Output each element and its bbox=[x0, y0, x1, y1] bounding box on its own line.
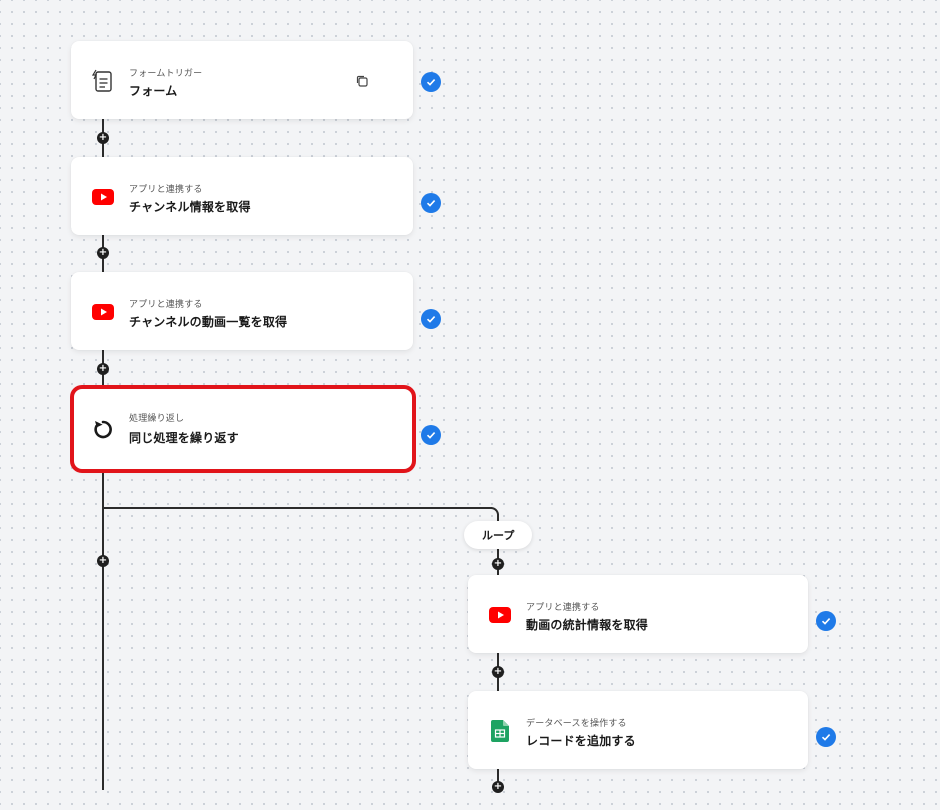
add-loop-step-button[interactable]: + bbox=[492, 781, 504, 793]
loop-icon bbox=[91, 417, 115, 441]
step-complete-check-icon bbox=[421, 309, 441, 329]
step-card-get-channel-videos[interactable]: アプリと連携する チャンネルの動画一覧を取得 bbox=[71, 272, 413, 350]
add-loop-step-button[interactable]: + bbox=[492, 666, 504, 678]
step-title: 同じ処理を繰り返す bbox=[129, 431, 239, 445]
add-step-button[interactable]: + bbox=[97, 247, 109, 259]
sheets-icon bbox=[488, 719, 512, 743]
step-title: チャンネルの動画一覧を取得 bbox=[129, 315, 288, 329]
loop-branch-corner bbox=[491, 507, 499, 515]
youtube-icon bbox=[91, 300, 115, 324]
step-card-form-trigger[interactable]: フォームトリガー フォーム bbox=[71, 41, 413, 119]
step-title: レコードを追加する bbox=[526, 734, 636, 748]
step-caption: 処理繰り返し bbox=[129, 414, 185, 424]
step-title: フォーム bbox=[129, 84, 178, 98]
step-card-add-record[interactable]: データベースを操作する レコードを追加する bbox=[468, 691, 808, 769]
loop-label-pill[interactable]: ループ bbox=[464, 521, 533, 549]
step-caption: フォームトリガー bbox=[129, 69, 203, 79]
add-step-button[interactable]: + bbox=[97, 132, 109, 144]
add-step-button[interactable]: + bbox=[97, 555, 109, 567]
step-caption: アプリと連携する bbox=[129, 300, 203, 310]
step-title: 動画の統計情報を取得 bbox=[526, 618, 649, 632]
step-complete-check-icon bbox=[421, 425, 441, 445]
step-title: チャンネル情報を取得 bbox=[129, 200, 251, 214]
step-card-get-channel-info[interactable]: アプリと連携する チャンネル情報を取得 bbox=[71, 157, 413, 235]
step-complete-check-icon bbox=[421, 193, 441, 213]
step-complete-check-icon bbox=[816, 727, 836, 747]
youtube-icon bbox=[91, 185, 115, 209]
add-loop-step-button[interactable]: + bbox=[492, 558, 504, 570]
step-complete-check-icon bbox=[421, 72, 441, 92]
step-caption: アプリと連携する bbox=[129, 185, 203, 195]
loop-branch-line bbox=[102, 507, 492, 509]
step-card-get-video-stats[interactable]: アプリと連携する 動画の統計情報を取得 bbox=[468, 575, 808, 653]
step-complete-check-icon bbox=[816, 611, 836, 631]
step-caption: データベースを操作する bbox=[526, 719, 627, 729]
youtube-icon bbox=[488, 603, 512, 627]
add-step-button[interactable]: + bbox=[97, 363, 109, 375]
step-card-loop[interactable]: 処理繰り返し 同じ処理を繰り返す bbox=[70, 385, 416, 473]
step-caption: アプリと連携する bbox=[526, 603, 600, 613]
form-icon bbox=[91, 69, 115, 93]
copy-icon[interactable] bbox=[355, 73, 369, 87]
